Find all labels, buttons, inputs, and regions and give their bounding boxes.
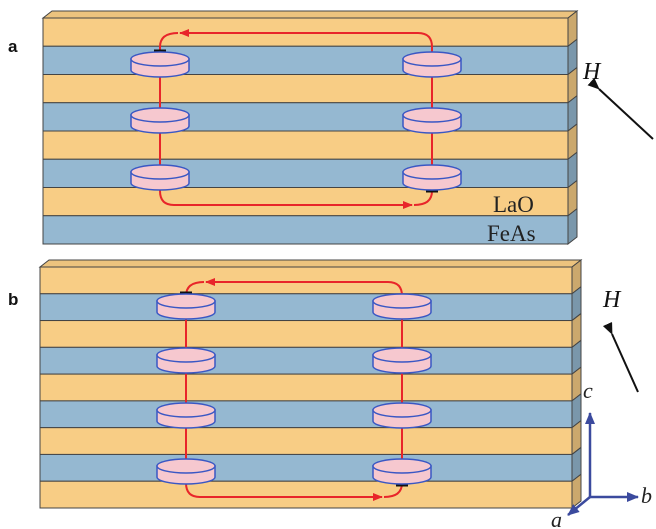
panel-b-junction-right-3 [372, 402, 432, 429]
panel-b-feas-layer [39, 400, 573, 429]
a-axis-arrow [567, 496, 591, 516]
panel-a-label: a [8, 37, 18, 56]
panel-b-junction-left-4 [156, 458, 216, 485]
panel-b-lao-layer [39, 427, 573, 455]
panel-a-lao-layer [42, 74, 569, 104]
panel-b-lao-side-face [571, 473, 582, 510]
panel-b-lao-layer [39, 320, 573, 348]
panel-b-junction-left-1 [156, 293, 216, 320]
panel-a-lao-layer [42, 130, 569, 160]
panel-b-junction-left-2 [156, 347, 216, 374]
panel-b-junction-right-1 [372, 293, 432, 320]
b-axis-label: b [641, 483, 652, 508]
panel-a-junction-left-3 [130, 164, 190, 191]
feas-layer-label: FeAs [487, 221, 536, 246]
panel-b-layer-stack [38, 258, 583, 510]
panel-a-junction-right-1 [402, 51, 462, 78]
lao-layer-label: LaO [493, 192, 534, 217]
panel-b-label: b [8, 290, 19, 309]
panel-b-field-label: H [602, 287, 622, 313]
panel-a-junction-right-3 [402, 164, 462, 191]
panel-a-current-bottom [159, 183, 413, 209]
panel-a-feas-layer [42, 102, 569, 132]
panel-b-junction-right-4 [372, 458, 432, 485]
panel-a-top-face [41, 10, 579, 19]
panel-a-junctions [130, 29, 462, 209]
panel-a-junction-right-2 [402, 107, 462, 134]
panel-b-junctions [156, 278, 432, 501]
panel-b-feas-layer [39, 293, 573, 322]
panel-a-feas-layer [42, 158, 569, 188]
panel-a-current-top [179, 29, 433, 52]
panel-b-feas-layer [39, 453, 573, 482]
panel-b-lao-layer [39, 373, 573, 402]
panel-b-junction-left-3 [156, 402, 216, 429]
panel-a-feas-layer [42, 215, 569, 245]
panel-a-junction-left-1 [130, 51, 190, 78]
panel-a-lao-layer [42, 187, 569, 217]
panel-a-feas-layer [42, 45, 569, 75]
panel-a-junction-left-2 [130, 107, 190, 134]
panel-b-junction-right-2 [372, 347, 432, 374]
panel-b-field-arrow [602, 321, 639, 393]
panel-b-lao-layer [39, 480, 573, 509]
panel-b-feas-layer [39, 346, 573, 375]
panel-a-field-arrow [587, 77, 654, 140]
panel-a-field-label: H [582, 59, 602, 85]
panel-b-lao-layer [39, 266, 573, 295]
panel-b-top-face [38, 259, 583, 268]
a-axis-label: a [551, 507, 562, 529]
crystal-axes: c b a [551, 378, 652, 529]
c-axis-label: c [583, 378, 593, 403]
panel-a-feas-side-face [567, 207, 578, 246]
